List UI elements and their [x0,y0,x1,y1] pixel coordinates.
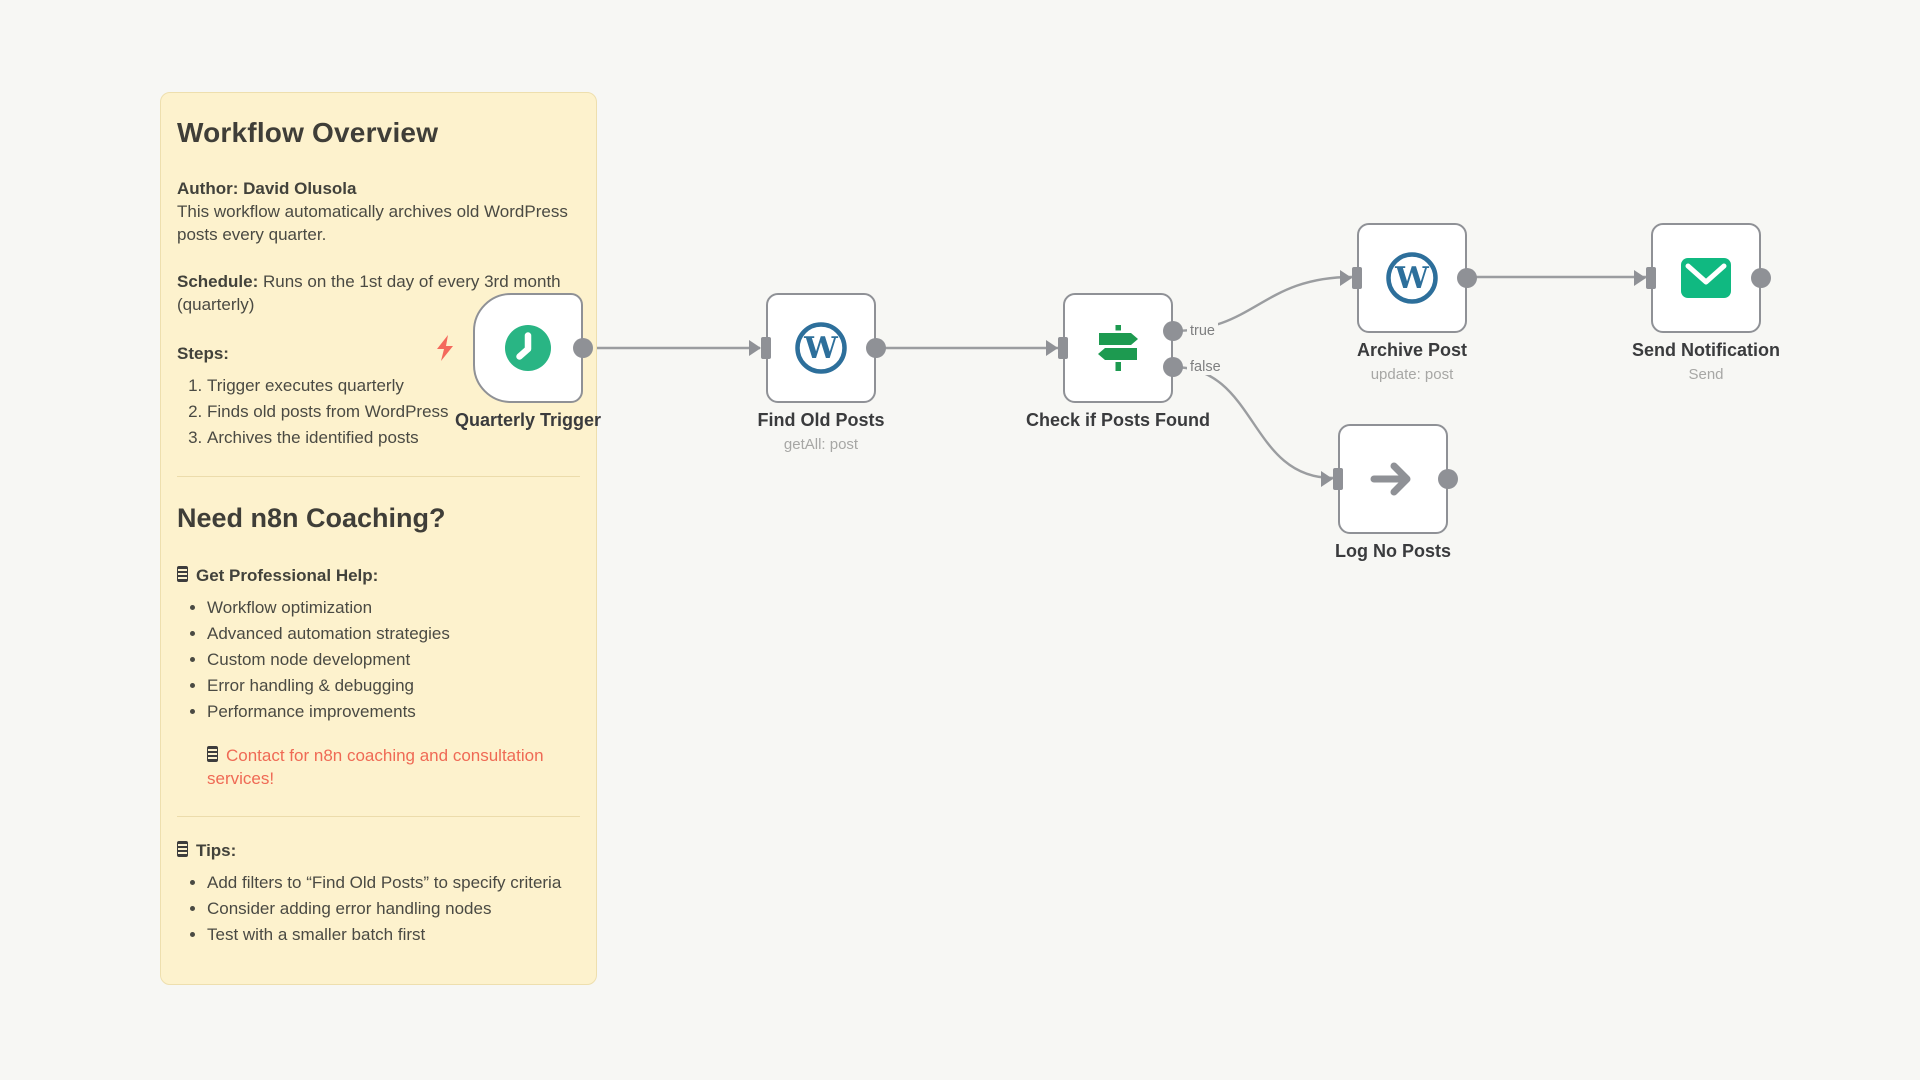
tip-item: Add filters to “Find Old Posts” to speci… [207,870,580,895]
missing-glyph-icon [207,746,218,762]
port-label-true: true [1187,323,1218,339]
contact-link[interactable]: Contact for n8n coaching and consultatio… [207,744,580,790]
node-box[interactable]: W [766,293,876,403]
node-subtitle: Send [1688,366,1724,383]
node-label: Send Notification [1632,340,1780,360]
help-item: Workflow optimization [207,595,580,620]
input-connector[interactable] [1352,267,1362,289]
clock-icon [505,325,551,371]
signpost-icon [1098,325,1138,371]
output-connector[interactable] [1751,268,1771,288]
input-connector[interactable] [1333,468,1343,490]
node-subtitle: getAll: post [783,436,859,453]
tip-item: Consider adding error handling nodes [207,896,580,921]
wordpress-icon: W [1386,252,1438,304]
node-box[interactable] [1063,293,1173,403]
envelope-icon [1681,258,1731,298]
sticky-title: Workflow Overview [177,117,439,148]
missing-glyph-icon [177,841,188,857]
node-archive-post[interactable]: W Archive Post update: post [1340,223,1477,383]
divider [177,816,580,817]
schedule-line: Schedule: Runs on the 1st day of every 3… [177,270,580,316]
help-item: Advanced automation strategies [207,621,580,646]
node-log-no-posts[interactable]: Log No Posts [1321,424,1458,561]
step-item: Archives the identified posts [207,425,580,450]
tips-label-line: Tips: [177,839,580,862]
input-arrow [749,340,761,356]
node-box[interactable] [473,293,583,403]
schedule-text: Runs on the 1st day of every 3rd month (… [177,272,561,314]
input-arrow [1340,270,1352,286]
schedule-label: Schedule: [177,272,259,291]
steps-label: Steps: [177,344,229,363]
output-connector[interactable] [1438,469,1458,489]
contact-text[interactable]: Contact for n8n coaching and consultatio… [207,746,544,788]
wordpress-icon: W [795,322,847,374]
missing-glyph-icon [177,566,188,582]
output-connector[interactable] [573,338,593,358]
node-quarterly-trigger[interactable]: Quarterly Trigger [455,293,601,430]
node-find-old-posts[interactable]: W Find Old Posts getAll: post [749,293,886,453]
output-connector[interactable] [866,338,886,358]
trigger-bolt-icon [437,335,453,361]
node-label: Quarterly Trigger [454,410,602,430]
sticky-note[interactable]: Workflow Overview Author: David Olusola … [160,92,597,985]
node-box[interactable] [1338,424,1448,534]
svg-text:W: W [1394,261,1430,296]
help-item: Error handling & debugging [207,673,580,698]
author-line: Author: David Olusola [177,179,357,198]
node-box[interactable]: W [1357,223,1467,333]
coaching-title: Need n8n Coaching? [177,503,446,533]
node-check-if-posts-found[interactable]: true false Check if Posts Found [1026,293,1224,430]
tips-label: Tips: [196,841,237,860]
help-list: Workflow optimization Advanced automatio… [177,595,580,724]
input-connector[interactable] [1058,337,1068,359]
help-label: Get Professional Help: [196,566,379,585]
input-arrow [1321,471,1333,487]
help-item: Performance improvements [207,699,580,724]
help-label-line: Get Professional Help: [177,564,580,587]
output-connector-false[interactable] [1163,357,1183,377]
node-label: Archive Post [1356,340,1468,360]
workflow-description: This workflow automatically archives old… [177,202,568,244]
steps-list: Trigger executes quarterly Finds old pos… [177,373,580,450]
input-arrow [1046,340,1058,356]
input-connector[interactable] [1646,267,1656,289]
tips-list: Add filters to “Find Old Posts” to speci… [177,870,580,947]
node-subtitle: update: post [1370,366,1454,383]
step-item: Trigger executes quarterly [207,373,580,398]
tip-item: Test with a smaller batch first [207,922,580,947]
help-item: Custom node development [207,647,580,672]
node-label: Find Old Posts [757,410,885,430]
divider [177,476,580,477]
svg-text:W: W [803,331,839,366]
node-label: Log No Posts [1335,541,1451,561]
input-connector[interactable] [761,337,771,359]
input-arrow [1634,270,1646,286]
step-item: Finds old posts from WordPress [207,399,580,424]
output-connector-true[interactable] [1163,321,1183,341]
node-send-notification[interactable]: Send Notification Send [1632,223,1780,383]
node-label: Check if Posts Found [1025,410,1211,430]
arrow-right-icon [1370,462,1411,496]
node-box[interactable] [1651,223,1761,333]
port-label-false: false [1187,359,1224,375]
output-connector[interactable] [1457,268,1477,288]
